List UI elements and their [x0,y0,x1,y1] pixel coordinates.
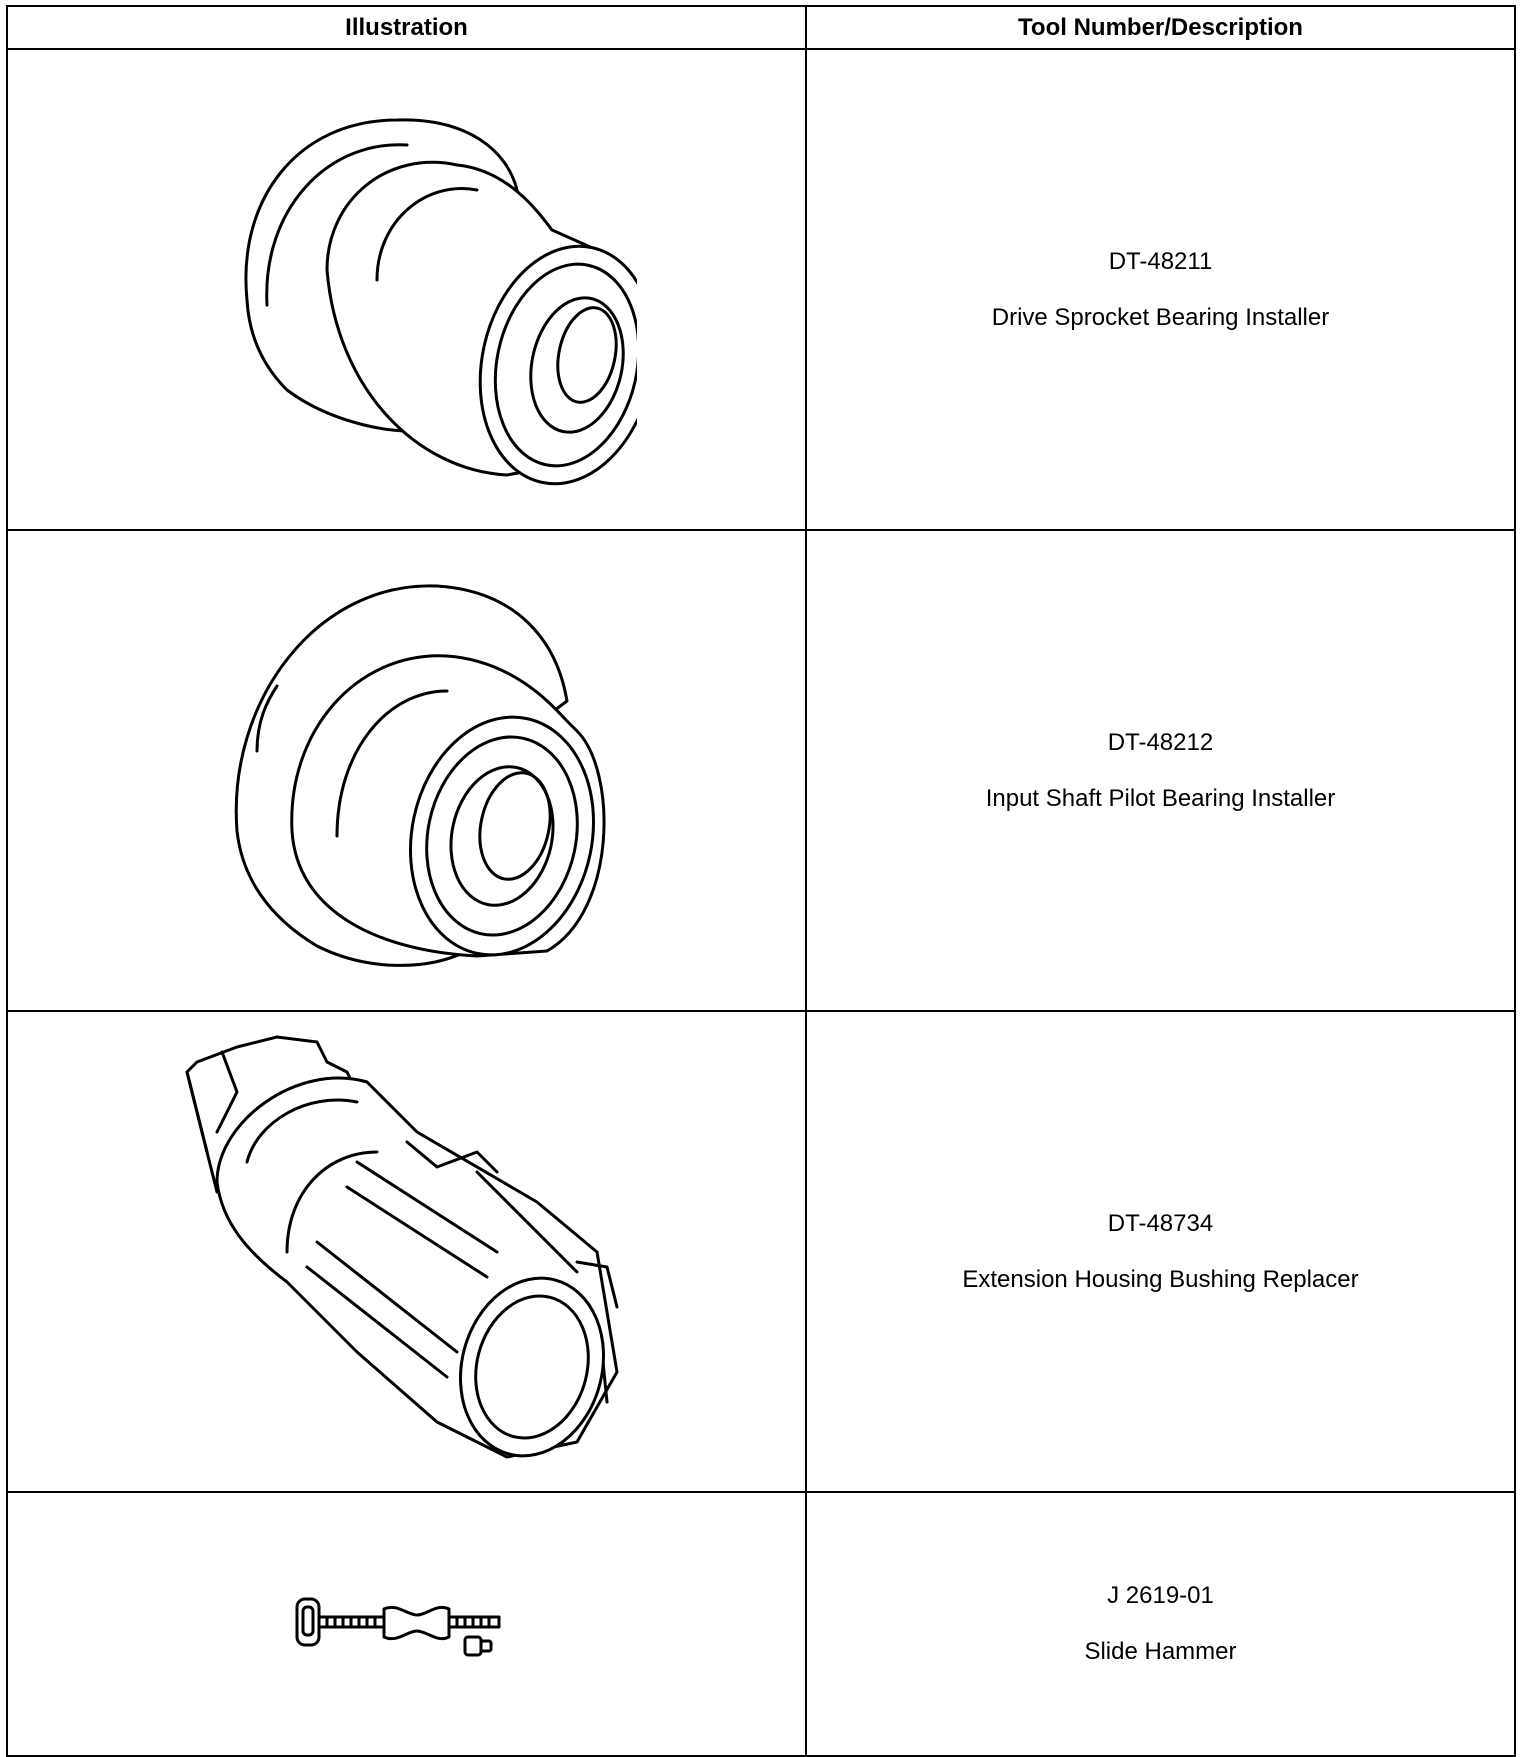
bearing-installer-icon [243,117,637,485]
illustration-cell [6,48,807,531]
illustration-cell [6,1491,807,1757]
tool-number: DT-48734 [1107,1209,1214,1237]
slide-hammer-icon [295,1597,500,1657]
tool-number: J 2619-01 [1107,1582,1214,1609]
header-illustration: Illustration [6,5,807,50]
bushing-replacer-icon [185,1035,618,1458]
description-cell: DT-48212 Input Shaft Pilot Bearing Insta… [805,529,1516,1012]
table-row: DT-48734 Extension Housing Bushing Repla… [6,1010,1516,1493]
illustration-cell [6,529,807,1012]
pilot-bearing-installer-icon [234,583,605,967]
tool-number: DT-48211 [1108,247,1213,275]
table-header-row: Illustration Tool Number/Description [6,5,1516,50]
tool-table: Illustration Tool Number/Description [6,5,1516,1757]
table-row: J 2619-01 Slide Hammer [6,1491,1516,1757]
header-tool-description: Tool Number/Description [805,5,1516,50]
table-row: DT-48211 Drive Sprocket Bearing Installe… [6,48,1516,531]
description-cell: DT-48734 Extension Housing Bushing Repla… [805,1010,1516,1493]
description-cell: J 2619-01 Slide Hammer [805,1491,1516,1757]
description-cell: DT-48211 Drive Sprocket Bearing Installe… [805,48,1516,531]
illustration-cell [6,1010,807,1493]
tool-number: DT-48212 [1107,728,1214,756]
tool-description: Slide Hammer [1084,1638,1237,1665]
tool-description: Extension Housing Bushing Replacer [962,1265,1359,1293]
table-row: DT-48212 Input Shaft Pilot Bearing Insta… [6,529,1516,1012]
tool-description: Input Shaft Pilot Bearing Installer [985,784,1336,812]
tool-description: Drive Sprocket Bearing Installer [991,303,1330,331]
